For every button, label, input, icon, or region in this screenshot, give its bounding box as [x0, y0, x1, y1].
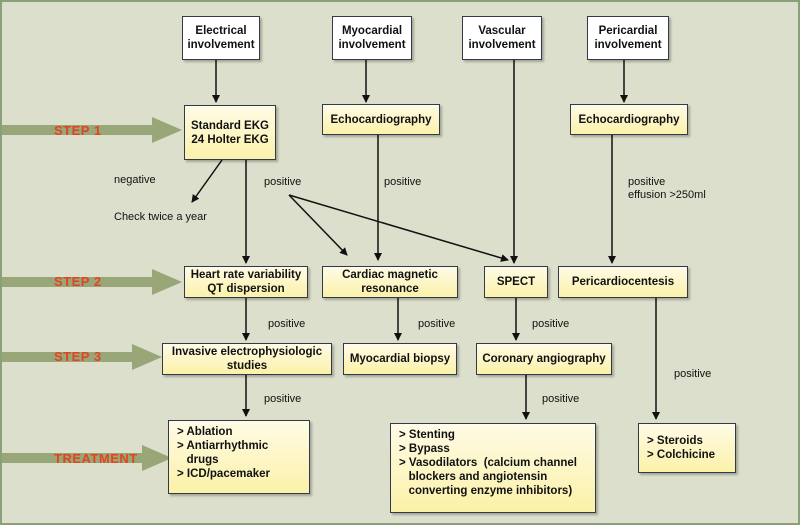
electrophysiology-box: Invasive electrophysiologic studies [162, 343, 332, 375]
box-line: Vascular [478, 25, 526, 37]
treatment-item: > Vasodilators (calcium channel [399, 457, 577, 469]
treatment-item: > Steroids [647, 435, 703, 447]
spect-box: SPECT [484, 266, 548, 298]
box-line: involvement [468, 39, 536, 51]
box-line: QT dispersion [207, 283, 285, 295]
step3-arrow [2, 344, 162, 370]
step2-label: STEP 2 [54, 274, 102, 289]
step2-arrow [2, 269, 182, 295]
box-line: Myocardial [341, 25, 403, 37]
ekg-box: Standard EKG 24 Holter EKG [184, 105, 276, 160]
treatment-item: > Colchicine [647, 449, 716, 461]
positive-label-spect: positive [532, 318, 570, 330]
pericardial-involvement-box: Pericardial involvement [587, 16, 669, 60]
box-line: involvement [594, 39, 662, 51]
electrical-treatment-box: > Ablation > Antiarrhythmic drugs > ICD/… [168, 420, 310, 494]
label-line: positive [628, 176, 666, 188]
positive-label-ekg: positive [264, 176, 302, 188]
box-line: Heart rate variability [190, 269, 302, 281]
treatment-item: > Stenting [399, 429, 455, 441]
myocardial-biopsy-box: Myocardial biopsy [343, 343, 457, 375]
arrow-split-cmr [288, 194, 348, 256]
step1-label: STEP 1 [54, 123, 102, 138]
box-line: Pericardial [598, 25, 658, 37]
arrow-ekg-check [191, 159, 223, 203]
positive-label-echo: positive [384, 176, 422, 188]
step1-arrow [2, 117, 182, 143]
box-line: involvement [187, 39, 255, 51]
positive-label-cmr: positive [418, 318, 456, 330]
positive-label-pericardiocentesis: positive [674, 368, 712, 380]
step-arrows [2, 117, 182, 471]
positive-label-angiography: positive [542, 393, 580, 405]
negative-label: negative [114, 174, 156, 186]
step3-label: STEP 3 [54, 349, 102, 364]
vascular-involvement-box: Vascular involvement [462, 16, 542, 60]
box-line: resonance [361, 283, 419, 295]
hrv-qt-box: Heart rate variability QT dispersion [184, 266, 308, 298]
treatment-item: > Bypass [399, 443, 450, 455]
myocardial-involvement-box: Myocardial involvement [332, 16, 412, 60]
treatment-item: > Ablation [177, 426, 233, 438]
label-line: effusion >250ml [628, 189, 706, 201]
positive-label-hrv: positive [268, 318, 306, 330]
treatment-item: blockers and angiotensin [399, 471, 548, 483]
arrow-split-spect [288, 194, 509, 262]
box-line: studies [226, 360, 268, 372]
box-line: involvement [338, 39, 406, 51]
treatment-item: > Antiarrhythmic [177, 440, 269, 452]
check-twice-label: Check twice a year [114, 211, 207, 223]
pericardiocentesis-box: Pericardiocentesis [558, 266, 688, 298]
box-line: Invasive electrophysiologic [171, 346, 323, 358]
echocardiography-pericardial-box: Echocardiography [570, 104, 688, 135]
positive-effusion-label: positive effusion >250ml [628, 176, 706, 202]
box-line: Electrical [195, 25, 247, 37]
treatment-item: > ICD/pacemaker [177, 468, 271, 480]
treatment-label: TREATMENT [54, 451, 138, 466]
coronary-angiography-box: Coronary angiography [476, 343, 612, 375]
electrical-involvement-box: Electrical involvement [182, 16, 260, 60]
treatment-item: drugs [177, 454, 219, 466]
treatment-item: converting enzyme inhibitors) [399, 485, 573, 497]
flow-arrows [191, 60, 660, 420]
vascular-treatment-box: > Stenting > Bypass > Vasodilators (calc… [390, 423, 596, 513]
box-line: 24 Holter EKG [191, 133, 269, 146]
cardiac-mri-box: Cardiac magnetic resonance [322, 266, 458, 298]
treatment-arrow [2, 445, 172, 471]
echocardiography-myocardial-box: Echocardiography [322, 104, 440, 135]
box-line: Cardiac magnetic [342, 269, 438, 281]
positive-label-eps: positive [264, 393, 302, 405]
box-line: Standard EKG [191, 119, 269, 132]
pericardial-treatment-box: > Steroids > Colchicine [638, 423, 736, 473]
